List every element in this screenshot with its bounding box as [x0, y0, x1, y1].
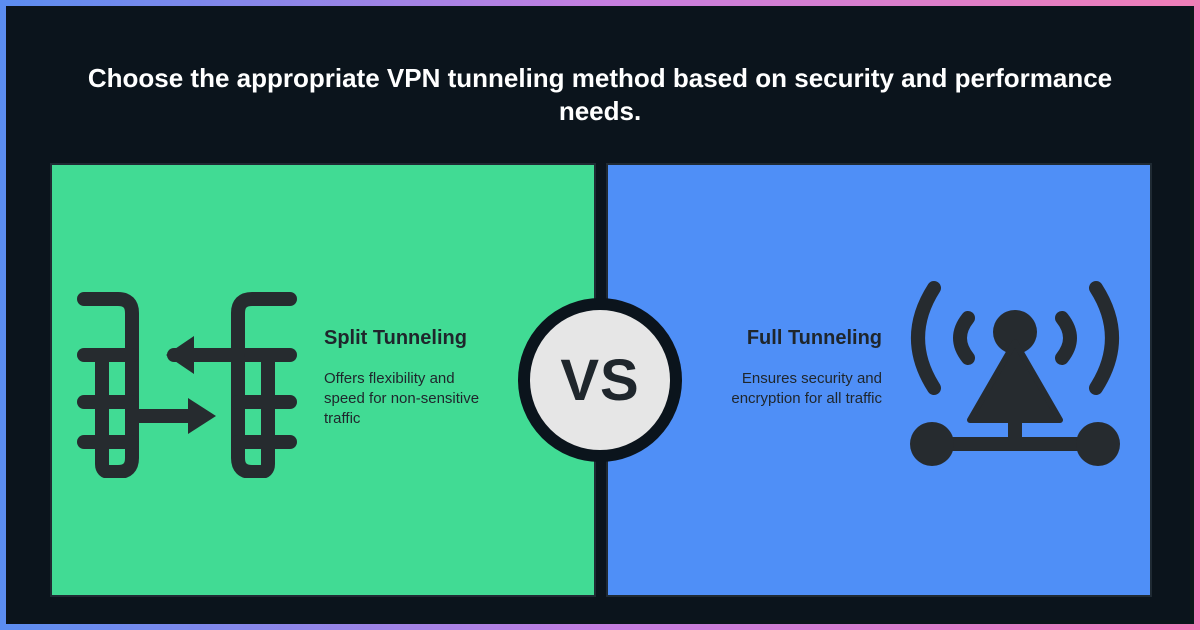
full-tunneling-description: Ensures security and encryption for all … [731, 370, 882, 407]
full-tunneling-panel: Full Tunneling Ensures security and encr… [606, 163, 1152, 597]
split-tunneling-description: Offers flexibility and speed for non-sen… [324, 370, 480, 427]
canvas: Choose the appropriate VPN tunneling met… [6, 6, 1194, 624]
versus-label: VS [560, 347, 640, 413]
page-title: Choose the appropriate VPN tunneling met… [87, 63, 1113, 126]
split-tunneling-panel: Split Tunneling Offers flexibility and s… [50, 163, 596, 597]
antenna-network-icon [910, 281, 1120, 466]
full-tunneling-heading: Full Tunneling [746, 327, 882, 349]
split-tunneling-heading: Split Tunneling [324, 327, 467, 349]
versus-badge: VS [518, 298, 682, 462]
split-arrows-icon [77, 292, 297, 478]
